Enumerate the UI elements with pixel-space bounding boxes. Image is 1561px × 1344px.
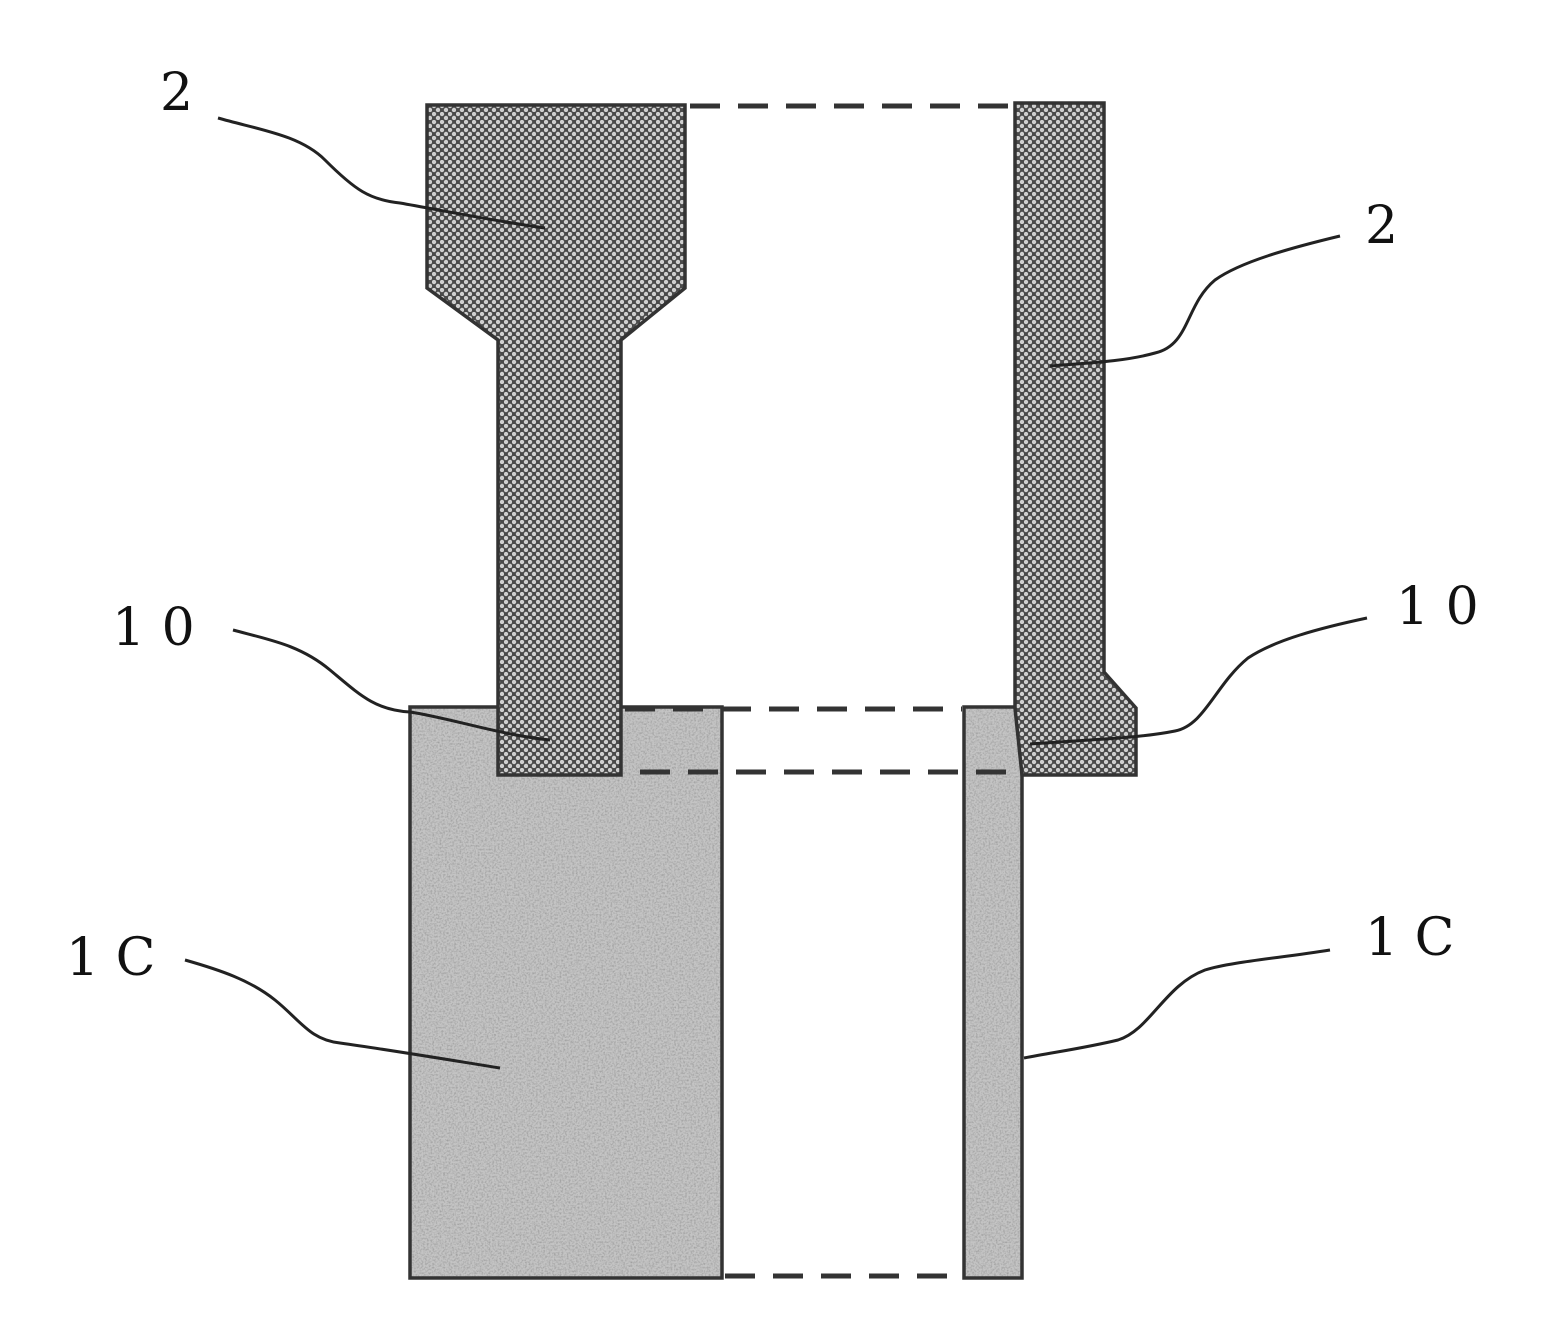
label-1c-right: 1 C [1365,908,1454,968]
part-1c-right [964,707,1022,1278]
label-10-right: 1 0 [1396,577,1479,637]
leader-1c-right [1024,950,1330,1058]
label-2-right: 2 [1365,196,1398,256]
label-1c-left: 1 C [66,928,155,988]
label-10-left: 1 0 [112,598,195,658]
part-1c-left [410,707,722,1278]
part-2-left [427,105,685,775]
label-2-left: 2 [160,63,193,123]
part-2-right [1015,103,1136,775]
